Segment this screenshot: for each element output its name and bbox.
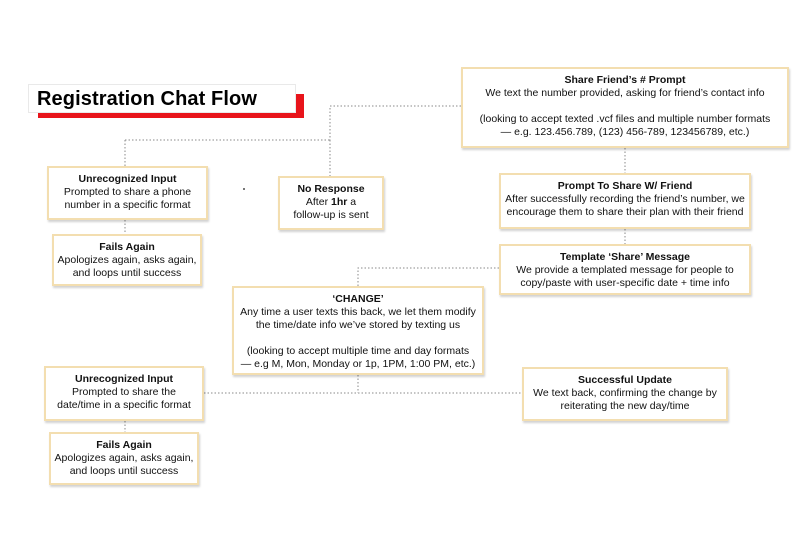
node-text: (looking to accept texted .vcf files and… xyxy=(479,113,771,125)
node-title: Unrecognized Input xyxy=(75,373,173,385)
node-text: — e.g M, Mon, Monday or 1p, 1PM, 1:00 PM… xyxy=(240,358,476,370)
node-title: No Response xyxy=(297,183,365,195)
node-fails-again-datetime: Fails Again Apologizes again, asks again… xyxy=(49,432,199,485)
node-title: Template ‘Share’ Message xyxy=(560,251,690,263)
node-text: number in a specific format xyxy=(64,199,191,211)
connector-template-to-change xyxy=(357,267,499,286)
node-title: Prompt To Share W/ Friend xyxy=(557,180,693,192)
node-text: Prompted to share the xyxy=(72,386,176,398)
node-change: ‘CHANGE’ Any time a user texts this back… xyxy=(232,286,484,375)
stray-dot xyxy=(243,188,245,190)
node-text: Any time a user texts this back, we let … xyxy=(240,306,476,318)
node-text: copy/paste with user-specific date + tim… xyxy=(520,277,730,289)
node-text: follow-up is sent xyxy=(293,209,369,221)
node-text: We provide a templated message for peopl… xyxy=(516,264,734,276)
node-unrecognized-datetime: Unrecognized Input Prompted to share the… xyxy=(44,366,204,421)
node-text: and loops until success xyxy=(72,267,182,279)
node-text: — e.g. 123.456.789, (123) 456-789, 12345… xyxy=(500,126,750,138)
node-unrecognized-phone: Unrecognized Input Prompted to share a p… xyxy=(47,166,208,220)
node-fails-again-phone: Fails Again Apologizes again, asks again… xyxy=(52,234,202,286)
node-successful-update: Successful Update We text back, confirmi… xyxy=(522,367,728,421)
node-text: We text back, confirming the change by xyxy=(533,387,717,399)
node-share-friend-prompt: Share Friend’s # Prompt We text the numb… xyxy=(461,67,789,148)
node-text: We text the number provided, asking for … xyxy=(485,87,765,99)
diagram-title: Registration Chat Flow xyxy=(37,88,257,110)
node-title: Successful Update xyxy=(578,374,672,386)
node-text: After successfully recording the friend’… xyxy=(505,193,745,205)
node-title: Unrecognized Input xyxy=(78,173,177,185)
node-text: Apologizes again, asks again, xyxy=(57,254,197,266)
node-title: Share Friend’s # Prompt xyxy=(564,74,686,86)
node-template-share: Template ‘Share’ Message We provide a te… xyxy=(499,244,751,295)
node-title: ‘CHANGE’ xyxy=(332,293,384,305)
node-prompt-share-friend: Prompt To Share W/ Friend After successf… xyxy=(499,173,751,229)
node-text: date/time in a specific format xyxy=(57,399,191,411)
node-text: reiterating the new day/time xyxy=(560,400,690,412)
node-title: Fails Again xyxy=(96,439,152,451)
node-text: Prompted to share a phone xyxy=(63,186,192,198)
node-text: the time/date info we’ve stored by texti… xyxy=(255,319,461,331)
node-no-response: No Response After 1hr a follow-up is sen… xyxy=(278,176,384,230)
title-box: Registration Chat Flow xyxy=(28,84,296,113)
connector-share-to-hub xyxy=(329,105,461,140)
node-text: encourage them to share their plan with … xyxy=(506,206,744,218)
node-text: (looking to accept multiple time and day… xyxy=(246,345,470,357)
node-title: Fails Again xyxy=(99,241,155,253)
node-text: After 1hr a xyxy=(305,196,357,208)
node-text: Apologizes again, asks again, xyxy=(54,452,194,464)
node-text: and loops until success xyxy=(69,465,179,477)
title-block: Registration Chat Flow xyxy=(28,84,304,118)
